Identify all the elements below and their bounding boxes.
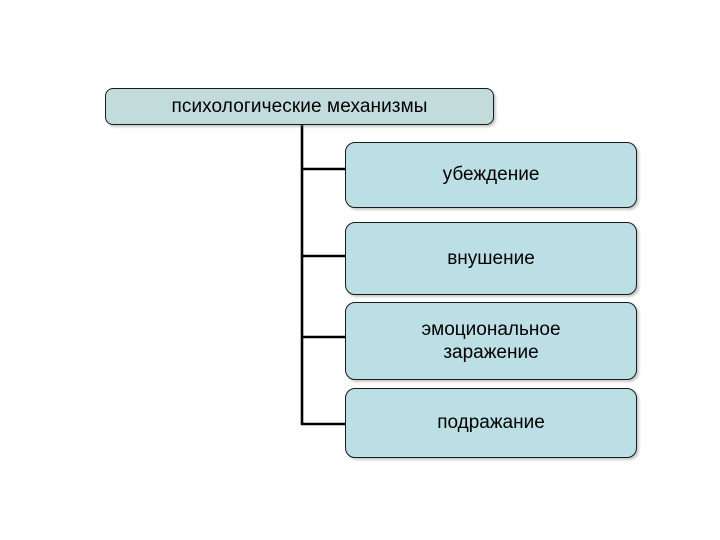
node-child-vnushenie[interactable]: внушение <box>345 222 637 295</box>
node-child-label: внушение <box>447 247 535 269</box>
node-child-label: убеждение <box>442 164 540 186</box>
node-root-label: психологические механизмы <box>171 95 428 117</box>
node-child-label: эмоциональное заражение <box>421 318 561 363</box>
node-root[interactable]: психологические механизмы <box>105 88 494 125</box>
node-child-ubezhdenie[interactable]: убеждение <box>345 142 637 208</box>
node-child-emotsionalnoe-zarazhenie[interactable]: эмоциональное заражение <box>345 302 637 380</box>
node-child-label: подражание <box>437 412 545 434</box>
node-child-podrazhanie[interactable]: подражание <box>345 388 637 458</box>
